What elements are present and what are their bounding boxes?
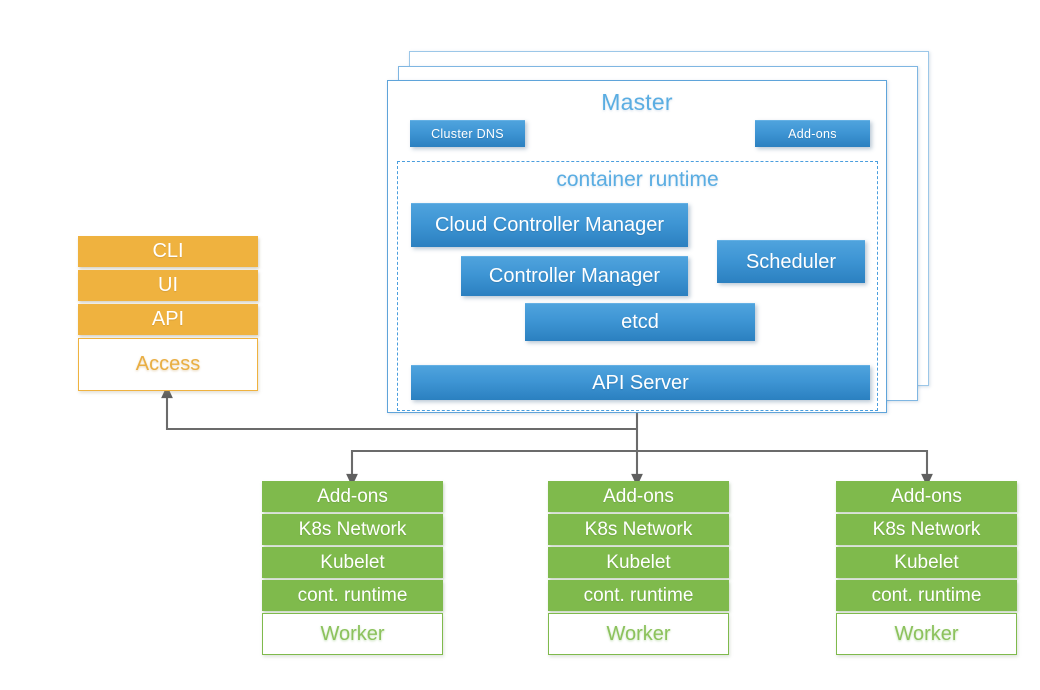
wire-bus-worker3 (637, 449, 933, 487)
worker-3-layer-k8s-network[interactable]: K8s Network (836, 514, 1017, 545)
access-item-cli[interactable]: CLI (78, 236, 258, 267)
worker-1-layer-k8s-network[interactable]: K8s Network (262, 514, 443, 545)
worker-3-footer[interactable]: Worker (836, 613, 1017, 655)
scheduler-box[interactable]: Scheduler (717, 240, 865, 283)
worker-2-layer-k8s-network[interactable]: K8s Network (548, 514, 729, 545)
access-item-ui[interactable]: UI (78, 270, 258, 301)
access-footer[interactable]: Access (78, 338, 258, 391)
etcd-box[interactable]: etcd (525, 303, 755, 341)
worker-1-footer[interactable]: Worker (262, 613, 443, 655)
master-title: Master (601, 89, 673, 115)
worker-2-footer[interactable]: Worker (548, 613, 729, 655)
worker-3-layer-kubelet[interactable]: Kubelet (836, 547, 1017, 578)
worker-3-layer-cont-runtime[interactable]: cont. runtime (836, 580, 1017, 611)
worker-1-layer-kubelet[interactable]: Kubelet (262, 547, 443, 578)
worker-3-layer-addons[interactable]: Add-ons (836, 481, 1017, 512)
worker-1-layer-cont-runtime[interactable]: cont. runtime (262, 580, 443, 611)
worker-2-layer-kubelet[interactable]: Kubelet (548, 547, 729, 578)
controller-manager-box[interactable]: Controller Manager (461, 256, 688, 296)
cluster-dns-box[interactable]: Cluster DNS (410, 120, 525, 147)
api-server-box[interactable]: API Server (411, 365, 870, 400)
wire-bus-worker1 (346, 449, 637, 487)
access-item-api[interactable]: API (78, 304, 258, 335)
master-addons-box[interactable]: Add-ons (755, 120, 870, 147)
worker-2-layer-addons[interactable]: Add-ons (548, 481, 729, 512)
worker-1-layer-addons[interactable]: Add-ons (262, 481, 443, 512)
cloud-controller-manager-box[interactable]: Cloud Controller Manager (411, 203, 688, 247)
container-runtime-title: container runtime (556, 168, 719, 191)
worker-2-layer-cont-runtime[interactable]: cont. runtime (548, 580, 729, 611)
container-runtime-region: container runtime (397, 161, 878, 411)
